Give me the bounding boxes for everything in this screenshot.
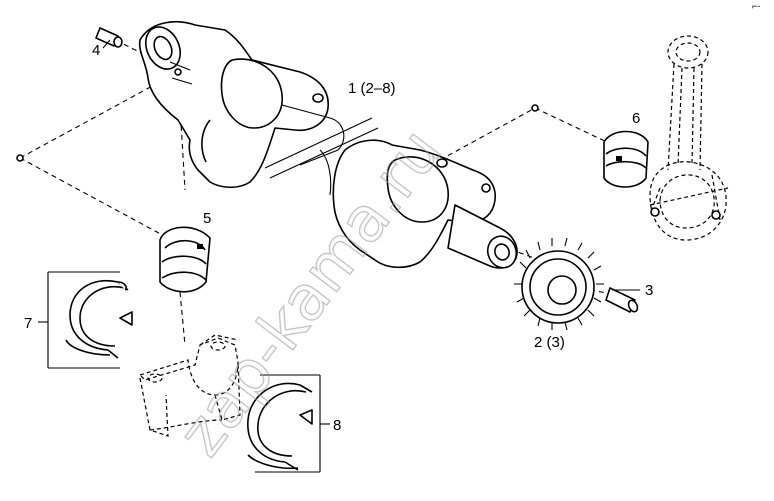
callout-5: 5 bbox=[203, 210, 211, 227]
shaft-break-lines bbox=[264, 117, 379, 179]
callout-1: 1 (2–8) bbox=[348, 80, 396, 97]
callout-7: 7 bbox=[24, 315, 32, 332]
crankshaft-front-section bbox=[138, 20, 345, 189]
connecting-rod bbox=[649, 35, 729, 241]
conrod-bearing-shells-6 bbox=[603, 130, 649, 188]
crankshaft-rear-section bbox=[319, 139, 518, 269]
callout-leaders bbox=[102, 39, 640, 291]
corner-mark: ⌐‐ bbox=[752, 1, 760, 11]
main-bearing-shells-5 bbox=[159, 226, 211, 293]
callout-6: 6 bbox=[632, 110, 640, 127]
locator-pins bbox=[16, 68, 539, 162]
callout-2: 2 (3) bbox=[534, 334, 565, 351]
callout-3: 3 bbox=[645, 282, 653, 299]
callout-4: 4 bbox=[92, 42, 100, 59]
callout-8: 8 bbox=[333, 417, 341, 434]
thrust-washers-8 bbox=[247, 382, 313, 471]
thrust-washers-7 bbox=[65, 279, 133, 359]
brackets bbox=[38, 271, 330, 473]
main-bearing-cap bbox=[138, 334, 241, 437]
bolt-3 bbox=[605, 287, 639, 313]
crankshaft-gear bbox=[514, 237, 604, 331]
dowel-pin-4 bbox=[95, 27, 123, 48]
